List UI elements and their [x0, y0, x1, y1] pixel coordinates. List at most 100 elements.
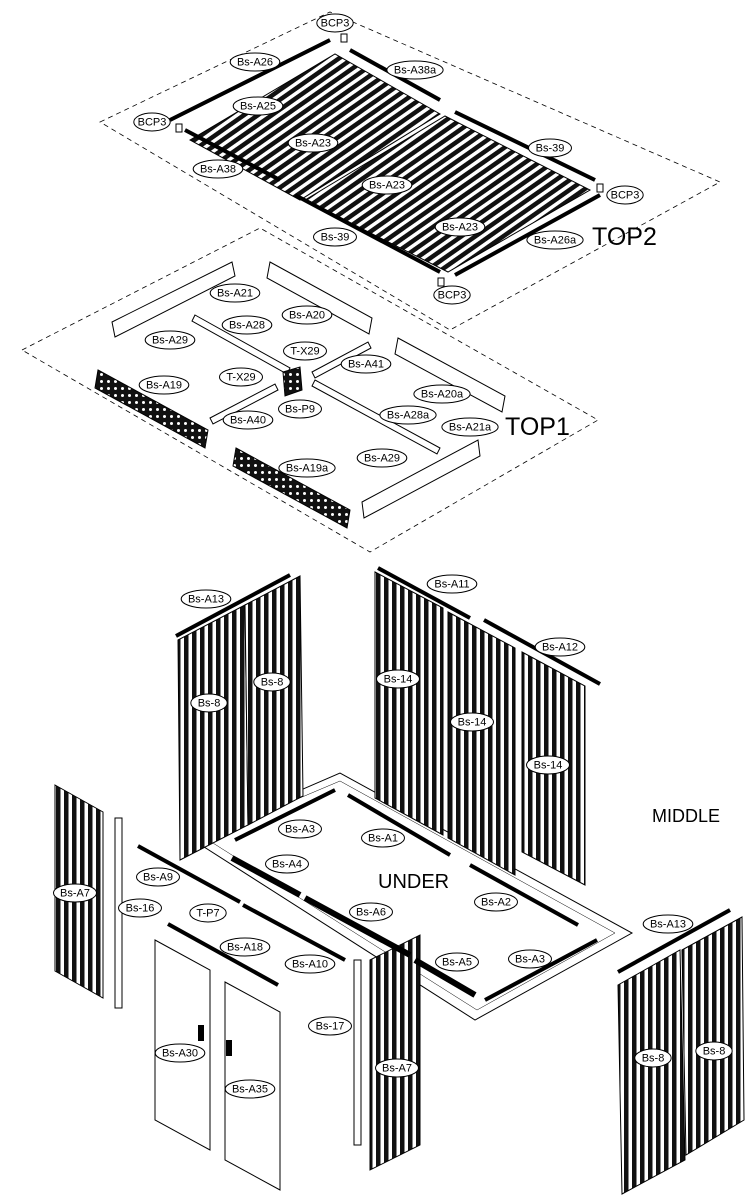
- callout-text: T-P7: [196, 908, 219, 920]
- top1-parts: [94, 261, 506, 529]
- callout-text: Bs-A26: [237, 57, 273, 69]
- callout-text: Bs-A41: [348, 359, 384, 371]
- callout-text: Bs-8: [261, 677, 284, 689]
- wall-bs-8-right-1: [617, 949, 686, 1195]
- callout-ellipse: [375, 1058, 419, 1078]
- callout-text: Bs-A38a: [394, 65, 437, 77]
- callout-ellipse: [219, 367, 263, 387]
- beam-bs-a20a: [394, 337, 506, 413]
- callout-text: Bs-A23: [295, 138, 331, 150]
- wall-bs-8-back-left-1: [177, 604, 249, 861]
- callout-ellipse: [361, 828, 405, 848]
- callout-ellipse: [642, 914, 694, 934]
- callout-ellipse: [144, 330, 196, 350]
- callout-text: Bs-A13: [188, 594, 224, 606]
- callout-bs-a35: Bs-A35: [224, 1079, 276, 1099]
- callout-bs-17: Bs-17: [308, 1016, 352, 1036]
- rail-bs-a11: [377, 566, 471, 620]
- callout-text: T-X29: [290, 346, 319, 358]
- callout-ellipse: [189, 903, 227, 923]
- rail-bs-a10: [242, 903, 346, 962]
- wall-bs-8-right-2: [681, 916, 745, 1156]
- callout-ellipse: [434, 217, 486, 237]
- callout-bs-a20a: Bs-A20a: [413, 384, 471, 404]
- rail-bs-a3-right: [484, 938, 598, 1002]
- section-label-middle: MIDDLE: [652, 806, 721, 826]
- rail-bs-a13-right: [617, 908, 731, 974]
- callout-ellipse: [192, 159, 244, 179]
- callout-bs-a7: Bs-A7: [53, 883, 97, 903]
- callout-ellipse: [606, 185, 644, 205]
- callout-bs-a30: Bs-A30: [154, 1043, 206, 1063]
- callout-bs-a28a: Bs-A28a: [379, 405, 437, 425]
- callout-ellipse: [281, 305, 333, 325]
- callout-text: BCP3: [438, 290, 467, 302]
- callout-ellipse: [340, 354, 392, 374]
- section-label-top2: TOP2: [592, 223, 657, 251]
- roof-panel-right: [303, 115, 592, 273]
- callout-ellipse: [154, 1043, 206, 1063]
- callout-ellipse: [287, 133, 339, 153]
- callout-bs-a19: Bs-A19: [138, 375, 190, 395]
- callout-text: Bs-A23: [442, 222, 478, 234]
- callout-bs-14: Bs-14: [450, 712, 494, 732]
- callout-ellipse: [190, 693, 228, 713]
- callout-bs-a13: Bs-A13: [180, 589, 232, 609]
- callout-bs-8: Bs-8: [253, 672, 291, 692]
- callout-text: Bs-A19a: [286, 463, 329, 475]
- callout-text: Bs-A12: [542, 642, 578, 654]
- callout-ellipse: [118, 898, 162, 918]
- callout-text: Bs-A13: [650, 919, 686, 931]
- callout-bs-a29: Bs-A29: [356, 448, 408, 468]
- callout-bs-a1: Bs-A1: [361, 828, 405, 848]
- rail-bs-a38: [184, 128, 281, 182]
- callout-bs-a4: Bs-A4: [265, 854, 309, 874]
- callout-bs-a18: Bs-A18: [219, 937, 271, 957]
- middle-walls: [54, 566, 745, 1195]
- callout-text: T-X29: [226, 372, 255, 384]
- rail-bs-a26: [169, 38, 331, 122]
- callout-ellipse: [508, 949, 552, 969]
- callout-text: Bs-A19: [146, 380, 182, 392]
- callout-ellipse: [136, 867, 180, 887]
- callout-text: Bs-17: [316, 1021, 345, 1033]
- callout-bs-p9: Bs-P9: [278, 399, 322, 419]
- callout-ellipse: [313, 227, 357, 247]
- callout-text: Bs-A7: [60, 888, 90, 900]
- rail-bs-a26a: [454, 193, 601, 277]
- wall-bs-14-2: [447, 611, 516, 876]
- callout-text: Bs-A38: [200, 164, 236, 176]
- callout-text: Bs-A23: [369, 180, 405, 192]
- rail-bs-a18: [167, 922, 279, 987]
- callout-text: Bs-A30: [162, 1048, 198, 1060]
- wall-bs-8-back-left-2: [244, 575, 304, 826]
- rail-bs-a4: [230, 855, 302, 898]
- callout-bcp3: BCP3: [433, 285, 471, 305]
- callout-ellipse: [180, 589, 232, 609]
- callout-ellipse: [349, 902, 393, 922]
- callout-bs-a41: Bs-A41: [340, 354, 392, 374]
- callout-bs-14: Bs-14: [376, 669, 420, 689]
- callout-ellipse: [426, 574, 478, 594]
- callout-bs-a23: Bs-A23: [287, 133, 339, 153]
- rail-bs-39-top: [454, 110, 596, 182]
- callout-ellipse: [413, 384, 471, 404]
- callout-ellipse: [232, 96, 284, 116]
- callout-ellipse: [376, 669, 420, 689]
- callout-text: Bs-A1: [368, 833, 398, 845]
- callout-bs-a20: Bs-A20: [281, 305, 333, 325]
- callout-ellipse: [221, 315, 273, 335]
- top1-boundary: [21, 227, 599, 553]
- callout-t-x29: T-X29: [219, 367, 263, 387]
- callout-text: Bs-8: [642, 1053, 665, 1065]
- post-bs-16: [114, 817, 123, 1009]
- callout-text: Bs-16: [126, 903, 155, 915]
- callout-text: Bs-A4: [272, 859, 302, 871]
- callout-bs-a11: Bs-A11: [426, 574, 478, 594]
- callout-bs-a3: Bs-A3: [278, 819, 322, 839]
- beam-bs-a41: [311, 341, 372, 379]
- callout-ellipse: [526, 755, 570, 775]
- beam-bs-a40: [209, 383, 279, 425]
- callout-t-p7: T-P7: [189, 903, 227, 923]
